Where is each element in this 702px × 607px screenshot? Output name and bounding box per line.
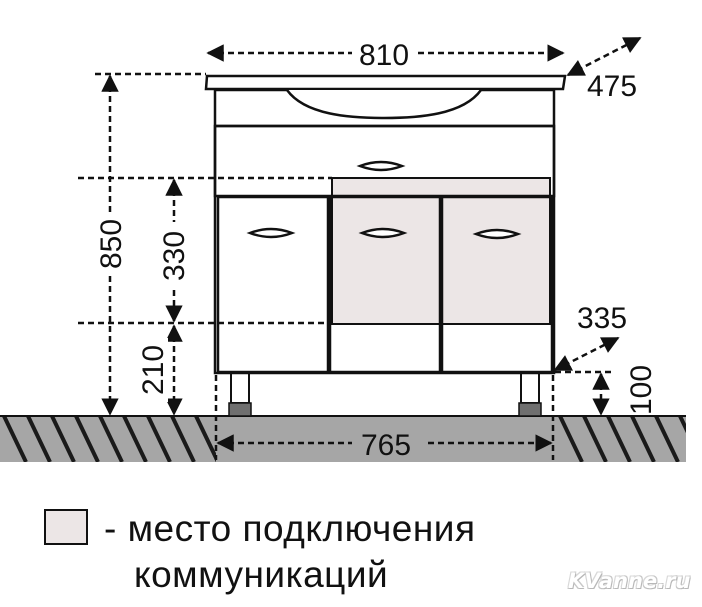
handles xyxy=(246,160,522,240)
sink xyxy=(204,74,567,120)
door-left-handle xyxy=(246,227,296,239)
dim-depth-bottom: 335 xyxy=(577,302,627,335)
legend-text: - место подключения коммуникаций xyxy=(104,506,476,598)
door-middle-handle xyxy=(358,227,408,239)
legend-line-1: - место подключения xyxy=(104,508,476,549)
dim-door-height: 330 xyxy=(158,231,191,281)
dim-floor-width: 765 xyxy=(361,429,411,462)
dim-side-height: 100 xyxy=(625,365,658,415)
door-middle xyxy=(328,195,442,374)
dim-depth-top: 475 xyxy=(587,70,637,103)
floor-hatch-right xyxy=(558,416,686,462)
door-right xyxy=(440,195,554,374)
guide-lines xyxy=(78,72,615,460)
cabinet-fronts xyxy=(213,124,556,374)
dim-total-height: 850 xyxy=(95,219,128,269)
legend-swatch xyxy=(44,509,88,545)
door-right-handle xyxy=(472,228,522,240)
watermark: KVanne.ru xyxy=(568,569,691,593)
legend-line-2: коммуникаций xyxy=(134,554,389,595)
floor-hatch-left xyxy=(2,416,216,462)
door-left xyxy=(216,195,330,374)
dim-top-width: 810 xyxy=(359,39,409,72)
drawer-handle xyxy=(356,160,406,172)
dim-leg-height: 210 xyxy=(137,345,170,395)
dimension-labels: 810 475 850 330 210 335 100 765 xyxy=(94,38,658,462)
floor xyxy=(0,415,686,462)
legs xyxy=(228,372,542,417)
